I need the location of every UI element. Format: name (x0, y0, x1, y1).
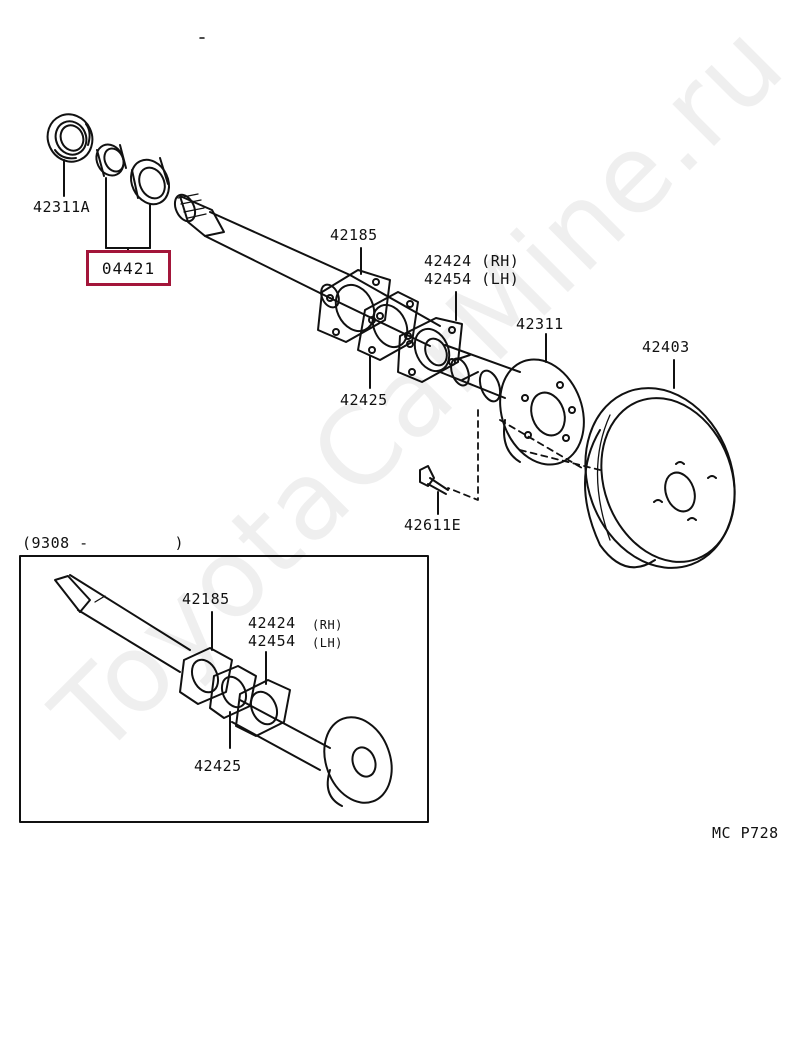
part-label-42611E[interactable]: 42611E (404, 516, 462, 534)
assembly-lines (447, 409, 601, 501)
bearing-cup-04421[interactable] (124, 154, 176, 211)
inset-part-label-42185[interactable]: 42185 (182, 590, 230, 608)
inset-date-range: (9308 - ) (22, 534, 185, 552)
inset-side-lh: (LH) (312, 636, 343, 650)
inset-axle-shaft[interactable] (54, 574, 331, 771)
part-label-42311[interactable]: 42311 (516, 315, 564, 333)
inset-part-label-42425[interactable]: 42425 (194, 757, 242, 775)
part-label-04421: 04421 (101, 259, 156, 278)
catalog-code: MC P728 (712, 824, 779, 842)
inset-gasket-42425[interactable] (209, 665, 257, 719)
part-label-42425[interactable]: 42425 (340, 391, 388, 409)
inset-hub-flange[interactable] (313, 708, 403, 813)
inset-part-label-42424[interactable]: 42424 (248, 614, 296, 632)
inset-retainer-42424[interactable] (235, 679, 291, 737)
part-label-42185[interactable]: 42185 (330, 226, 378, 244)
part-label-42311A[interactable]: 42311A (33, 198, 91, 216)
hub-bolt-42611E[interactable] (419, 465, 449, 495)
bearing-retainer-42424-42454[interactable] (397, 317, 463, 383)
part-label-42403[interactable]: 42403 (642, 338, 690, 356)
leader-04421 (105, 177, 151, 253)
oil-seal-42311A[interactable] (40, 107, 100, 169)
brake-drum-42403[interactable] (561, 367, 759, 589)
inset-side-rh: (RH) (312, 618, 343, 632)
bearing-inner-race-04421[interactable] (91, 140, 128, 180)
retainer-plate-42185[interactable] (317, 269, 391, 343)
highlighted-part-04421[interactable]: 04421 (86, 250, 171, 286)
axle-hub-flange-42311[interactable] (486, 348, 598, 477)
part-label-42424-rh[interactable]: 42424 (RH) (424, 252, 520, 270)
inset-part-label-42454[interactable]: 42454 (248, 632, 296, 650)
inset-frame (19, 555, 429, 823)
part-label-42454-lh[interactable]: 42454 (LH) (424, 270, 520, 288)
